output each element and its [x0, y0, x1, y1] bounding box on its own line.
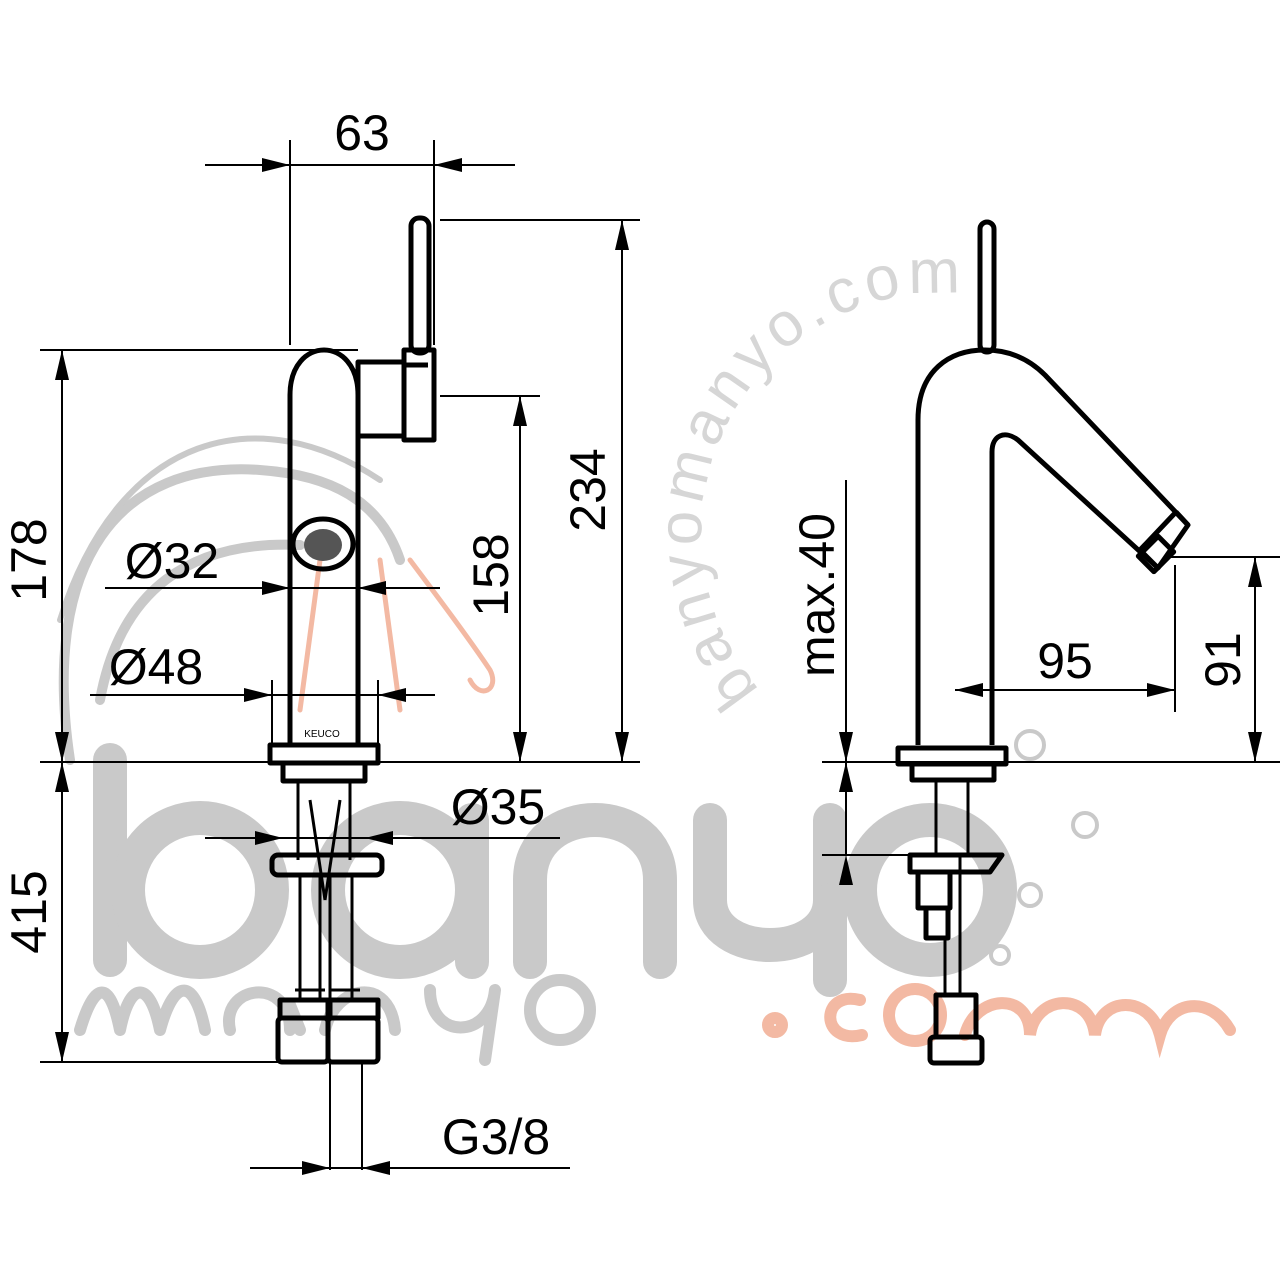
dim-dia-base: Ø48: [109, 639, 204, 695]
brand-mark: KEUCO: [304, 729, 340, 740]
dim-dia-spout: Ø32: [125, 533, 220, 589]
hose-nut-right: [325, 1015, 381, 1065]
dim-width-top: 63: [334, 105, 390, 161]
dim-height-total: 234: [560, 448, 616, 531]
lever-handle: [408, 215, 432, 356]
dim-below-deck: 415: [1, 870, 57, 953]
dim-dia-shank: Ø35: [451, 779, 546, 835]
shank-collar: [280, 760, 368, 784]
dim-connector: G3/8: [442, 1109, 550, 1165]
aerator-mesh: [304, 529, 342, 561]
dim-height-spout: 178: [1, 518, 57, 601]
side-spout: [915, 347, 1191, 745]
dim-outlet-height: 91: [1195, 632, 1251, 688]
aerator: [290, 516, 356, 572]
dim-projection: 95: [1037, 633, 1093, 689]
side-mounting-nut: [907, 852, 1005, 875]
dim-height-aerator: 158: [463, 533, 519, 616]
front-view: KEUCO 63 178 158 234: [1, 105, 640, 1175]
lever-hub: [355, 359, 407, 439]
side-lever: [977, 219, 997, 355]
side-view: max.40 95 91: [789, 219, 1280, 1066]
base-plate: [267, 742, 381, 766]
lever-base: [401, 347, 437, 443]
dim-max-deck: max.40: [789, 513, 845, 677]
mounting-nut: [269, 852, 385, 878]
